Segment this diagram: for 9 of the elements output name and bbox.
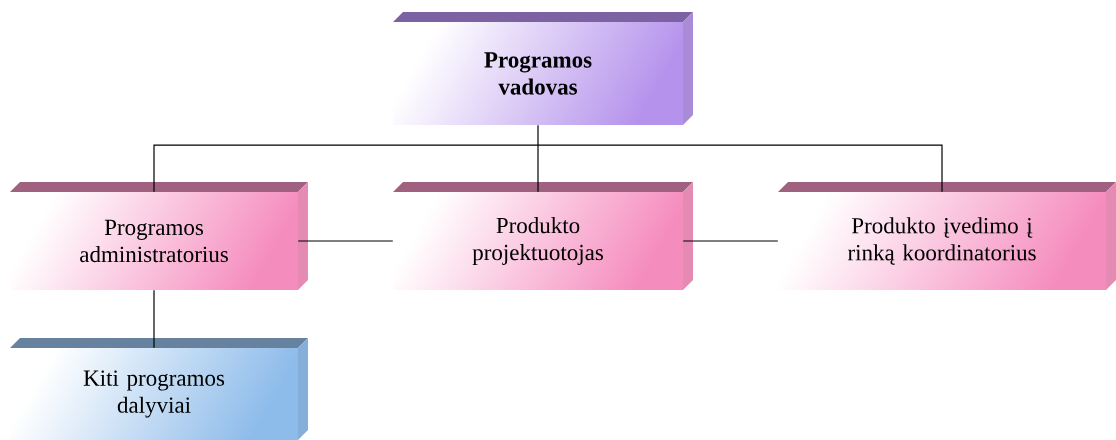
connector-line xyxy=(297,240,394,242)
role-box: Produkto projektuotojas xyxy=(393,182,693,290)
connector-line xyxy=(153,289,155,349)
role-box: Kiti programos dalyviai xyxy=(10,338,308,440)
title-box: Programos vadovas xyxy=(393,12,693,125)
role-box: Programos administratorius xyxy=(10,182,308,290)
connector-tree xyxy=(153,124,943,193)
connector-line xyxy=(682,240,779,242)
role-box: Produkto įvedimo į rinką koordinatorius xyxy=(778,182,1116,290)
